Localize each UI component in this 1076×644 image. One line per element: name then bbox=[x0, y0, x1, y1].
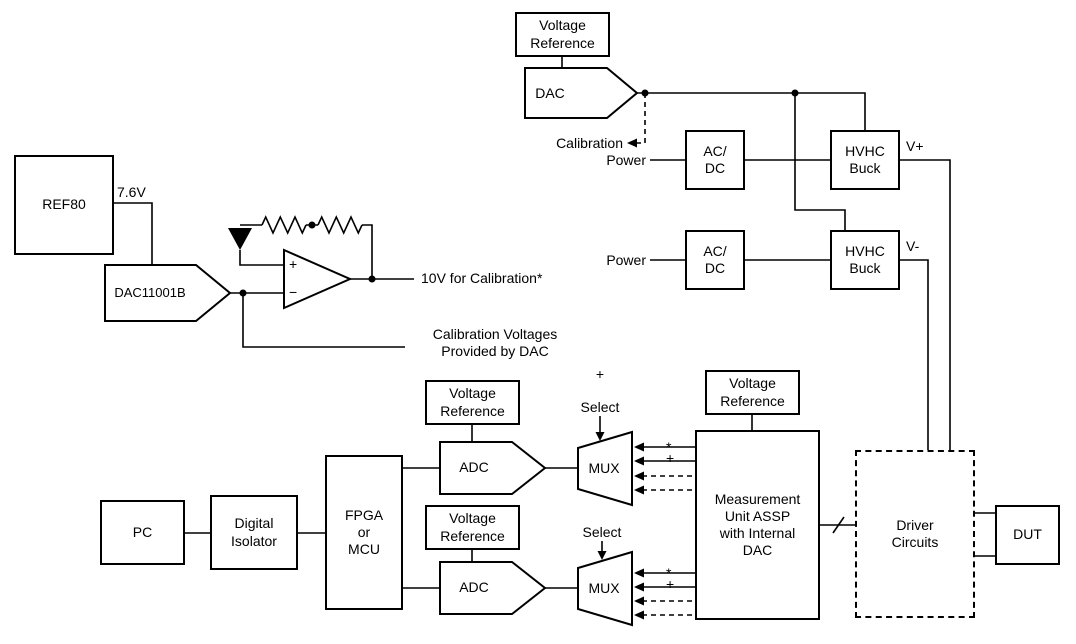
voltage-reference-box-adc1: Voltage Reference bbox=[425, 380, 520, 425]
mux1-top-plus-label: + bbox=[595, 366, 605, 382]
mux2-input4-arrowhead-icon bbox=[634, 610, 644, 620]
mux2-input1-arrowhead-icon bbox=[634, 568, 644, 578]
dut-box: DUT bbox=[995, 505, 1060, 565]
mux2-trapezoid bbox=[577, 550, 633, 627]
adc1-pentagon bbox=[439, 441, 547, 495]
adc1-label: ADC bbox=[459, 459, 489, 475]
opamp-plus-label: + bbox=[289, 256, 298, 272]
select1-label: Select bbox=[580, 399, 620, 415]
power-label-2: Power bbox=[606, 252, 646, 268]
select2-label: Select bbox=[582, 524, 622, 540]
wire-vminus bbox=[900, 259, 929, 450]
resistor-symbol-2 bbox=[317, 215, 363, 235]
junction-dot-resistors bbox=[308, 221, 316, 229]
mux2-input2-arrowhead-icon bbox=[634, 582, 644, 592]
output-10v-label: 10V for Calibration* bbox=[421, 270, 543, 286]
resistor-symbol-1 bbox=[261, 215, 307, 235]
measurement-unit-box: Measurement Unit ASSP with Internal DAC bbox=[695, 430, 820, 620]
v-minus-label: V- bbox=[906, 238, 920, 254]
select1-arrowhead-icon bbox=[595, 432, 605, 441]
ac-dc-box-2: AC/ DC bbox=[685, 230, 745, 290]
mux2-input-star-label: * bbox=[666, 565, 672, 581]
power-label-1: Power bbox=[606, 152, 646, 168]
mux1-input4-arrowhead-icon bbox=[634, 485, 644, 495]
wire-calibration-dashed bbox=[633, 93, 646, 144]
ref-voltage-label: 7.6V bbox=[117, 184, 146, 200]
voltage-reference-box-mu: Voltage Reference bbox=[705, 370, 800, 415]
opamp-minus-label: − bbox=[289, 284, 298, 300]
adc2-pentagon bbox=[439, 561, 547, 615]
opamp-triangle bbox=[283, 248, 353, 310]
bus-slash-mark bbox=[832, 516, 845, 534]
voltage-reference-box-top: Voltage Reference bbox=[515, 12, 610, 57]
mux1-input2-arrowhead-icon bbox=[634, 456, 644, 466]
wire-vplus bbox=[900, 159, 951, 450]
adc2-label: ADC bbox=[459, 579, 489, 595]
pc-box: PC bbox=[100, 500, 185, 565]
junction-dot-feedback bbox=[368, 275, 376, 283]
dac-pentagon bbox=[524, 67, 639, 119]
dac11001b-label: DAC11001B bbox=[114, 285, 186, 300]
mux2-input-plus-label: + bbox=[666, 576, 675, 592]
v-plus-label: V+ bbox=[906, 138, 924, 154]
calibration-arrowhead-icon bbox=[627, 138, 637, 148]
mux2-input3-arrowhead-icon bbox=[634, 596, 644, 606]
ac-dc-box-1: AC/ DC bbox=[685, 130, 745, 190]
voltage-reference-box-adc2: Voltage Reference bbox=[425, 505, 520, 550]
mux1-input-plus-label: + bbox=[666, 450, 675, 466]
junction-dot-dac-output bbox=[641, 89, 649, 97]
wire-opamp-plus-input bbox=[239, 250, 284, 266]
junction-dot-buck-branch bbox=[791, 89, 799, 97]
wire-ref80-to-dac11001b bbox=[114, 202, 153, 265]
driver-circuits-box: Driver Circuits bbox=[855, 450, 975, 618]
wire-dac-to-buck2 bbox=[794, 93, 846, 230]
mux1-input1-arrowhead-icon bbox=[634, 442, 644, 452]
ground-symbol bbox=[228, 228, 252, 250]
digital-isolator-box: Digital Isolator bbox=[210, 495, 298, 570]
fpga-mcu-box: FPGA or MCU bbox=[325, 455, 403, 610]
mux2-label: MUX bbox=[588, 580, 620, 596]
wire-calibration-voltages bbox=[242, 293, 405, 348]
mux1-label: MUX bbox=[588, 460, 620, 476]
calibration-label: Calibration bbox=[556, 135, 623, 151]
calibration-voltages-label: Calibration Voltages Provided by DAC bbox=[432, 326, 558, 359]
hvhc-buck-box-1: HVHC Buck bbox=[830, 130, 900, 190]
dac-label: DAC bbox=[535, 85, 565, 101]
mux1-input-star-label: * bbox=[666, 439, 672, 455]
mux1-input3-arrowhead-icon bbox=[634, 471, 644, 481]
select2-arrowhead-icon bbox=[597, 551, 607, 560]
wire-dac-output bbox=[637, 92, 866, 130]
dac11001b-pentagon bbox=[104, 264, 232, 322]
junction-dot-dac11001b bbox=[239, 289, 247, 297]
hvhc-buck-box-2: HVHC Buck bbox=[830, 230, 900, 290]
mux1-trapezoid bbox=[577, 430, 633, 507]
ref80-box: REF80 bbox=[14, 155, 114, 255]
